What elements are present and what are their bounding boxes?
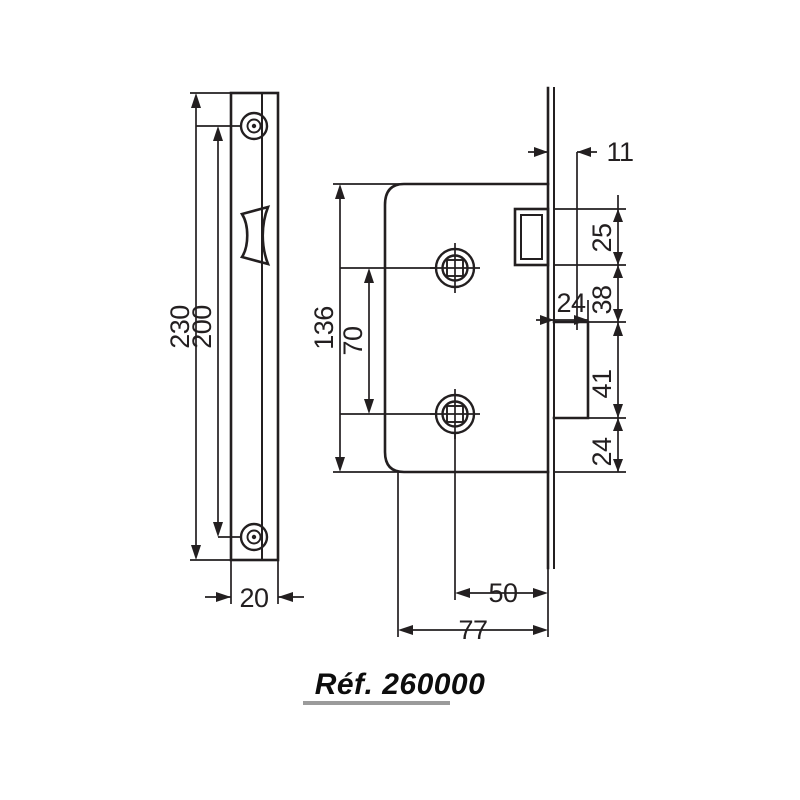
dimension-70: 70 [338,268,374,414]
dimension-70-label: 70 [338,326,368,355]
lock-case-outline [383,182,550,474]
dimension-77: 77 [397,472,549,645]
latch-bolt [513,207,550,267]
dimension-20-label: 20 [239,583,268,613]
dimension-41-label: 41 [587,369,617,398]
dimension-230: 230 [165,92,278,561]
dimension-200-label: 200 [187,305,217,349]
dimension-24-vertical: 24 [554,418,626,473]
dimension-11-label: 11 [606,137,633,167]
caption-block: Réf. 260000 [303,668,486,705]
dimension-20: 20 [205,560,304,613]
dimension-136-label: 136 [309,306,339,350]
dimension-25-label: 25 [587,223,617,252]
dimension-136: 136 [309,183,410,473]
dimension-77-label: 77 [458,615,487,645]
dimension-24-horizontal-label: 24 [556,288,586,318]
dimension-38: 38 [554,265,626,323]
latch-opening [239,205,271,266]
dimension-41: 41 [587,322,626,419]
lock-body-view: 136 70 11 [309,86,634,645]
dimension-38-label: 38 [587,285,617,314]
reference-caption: Réf. 260000 [315,668,486,701]
dimension-24-vertical-label: 24 [587,437,617,467]
dimension-50-label: 50 [488,578,517,608]
dimension-24-horizontal: 24 [536,288,589,328]
dimension-230-label: 230 [165,305,195,349]
dimension-50: 50 [455,578,548,608]
dimension-11: 11 [528,137,634,330]
dimension-25: 25 [554,195,626,280]
dimension-200: 200 [187,126,223,537]
faceplate-view: 230 200 20 [165,91,304,613]
